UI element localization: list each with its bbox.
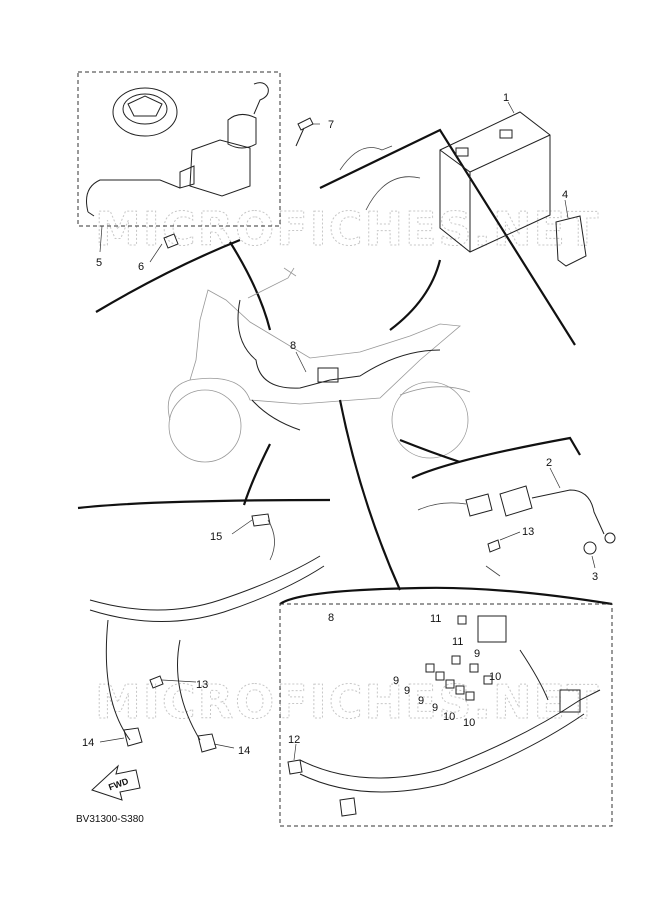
harness-clamp xyxy=(339,797,357,817)
fwd-label: FWD xyxy=(107,776,130,793)
relay-box xyxy=(477,615,507,643)
part-12 xyxy=(287,759,303,775)
battery-cable-negative xyxy=(339,145,393,171)
sub-harness-2 xyxy=(531,489,605,535)
sensor-15 xyxy=(251,513,271,527)
ignition-wire-lead xyxy=(86,179,181,213)
harness-in-vehicle xyxy=(237,299,441,389)
callout-9a: 9 xyxy=(393,675,399,687)
callout-5: 5 xyxy=(96,257,102,269)
ignition-key xyxy=(253,82,269,115)
callout-1: 1 xyxy=(503,92,509,104)
callout-12: 12 xyxy=(288,734,300,746)
diagram-code: BV31300-S380 xyxy=(76,814,144,825)
bolt-7 xyxy=(295,117,314,147)
battery-terminal-plus xyxy=(499,129,513,139)
ignition-lock-group xyxy=(77,71,320,263)
callout-9b: 9 xyxy=(404,685,410,697)
callout-14a: 14 xyxy=(82,737,94,749)
fwd-arrow-icon: FWD xyxy=(91,764,141,801)
callout-8-box: 8 xyxy=(328,612,334,624)
callout-10b: 10 xyxy=(443,711,455,723)
callout-4: 4 xyxy=(562,189,568,201)
callout-10c: 10 xyxy=(463,717,475,729)
clip-6 xyxy=(163,233,179,249)
callout-11b: 11 xyxy=(452,636,463,648)
callout-8-vehicle: 8 xyxy=(290,340,296,352)
sub-harness-coupler-right xyxy=(499,485,533,517)
main-harness-8 xyxy=(299,689,601,779)
battery-cable-positive xyxy=(365,176,421,211)
callout-6: 6 xyxy=(138,261,144,273)
callout-2: 2 xyxy=(546,457,552,469)
watermark-bottom: MICROFICHES.NET xyxy=(95,675,600,729)
front-harness-main xyxy=(89,555,321,611)
callout-3: 3 xyxy=(592,571,598,583)
main-harness-detail-box xyxy=(279,603,613,827)
battery-group xyxy=(319,101,587,346)
sub-harness-group xyxy=(411,436,616,577)
front-wheel xyxy=(168,389,242,463)
clamp-14-right xyxy=(197,733,217,753)
callout-9e: 9 xyxy=(474,648,480,660)
battery xyxy=(439,111,551,253)
watermark-top: MICROFICHES.NET xyxy=(95,202,600,256)
motorcycle-outline xyxy=(167,267,471,463)
clamp-14-left xyxy=(123,727,143,747)
main-switch-body xyxy=(189,139,251,197)
section-divider-left xyxy=(95,238,241,313)
harness-coupler xyxy=(559,689,581,713)
harness-connector-block xyxy=(317,367,339,383)
bolt-13-upper xyxy=(487,539,501,553)
callout-13a: 13 xyxy=(522,526,534,538)
front-harness-group: FWD xyxy=(77,498,331,801)
callout-15: 15 xyxy=(210,531,222,543)
relay-4 xyxy=(555,215,587,267)
main-harness-group xyxy=(279,586,613,827)
fuse-set xyxy=(425,615,493,701)
callout-13b: 13 xyxy=(196,679,208,691)
rear-wheel xyxy=(391,381,469,459)
callout-9d: 9 xyxy=(432,702,438,714)
bolt-13-lower xyxy=(149,675,164,689)
callout-14b: 14 xyxy=(238,745,250,757)
ignition-cap xyxy=(112,87,178,137)
ignition-detail-box xyxy=(77,71,281,227)
callout-7: 7 xyxy=(328,119,334,131)
callout-10a: 10 xyxy=(489,671,501,683)
screw-3 xyxy=(583,541,597,555)
sub-harness-coupler-left xyxy=(465,493,493,517)
battery-terminal-minus xyxy=(455,147,469,157)
callout-9c: 9 xyxy=(418,695,424,707)
callout-11a: 11 xyxy=(430,613,441,625)
